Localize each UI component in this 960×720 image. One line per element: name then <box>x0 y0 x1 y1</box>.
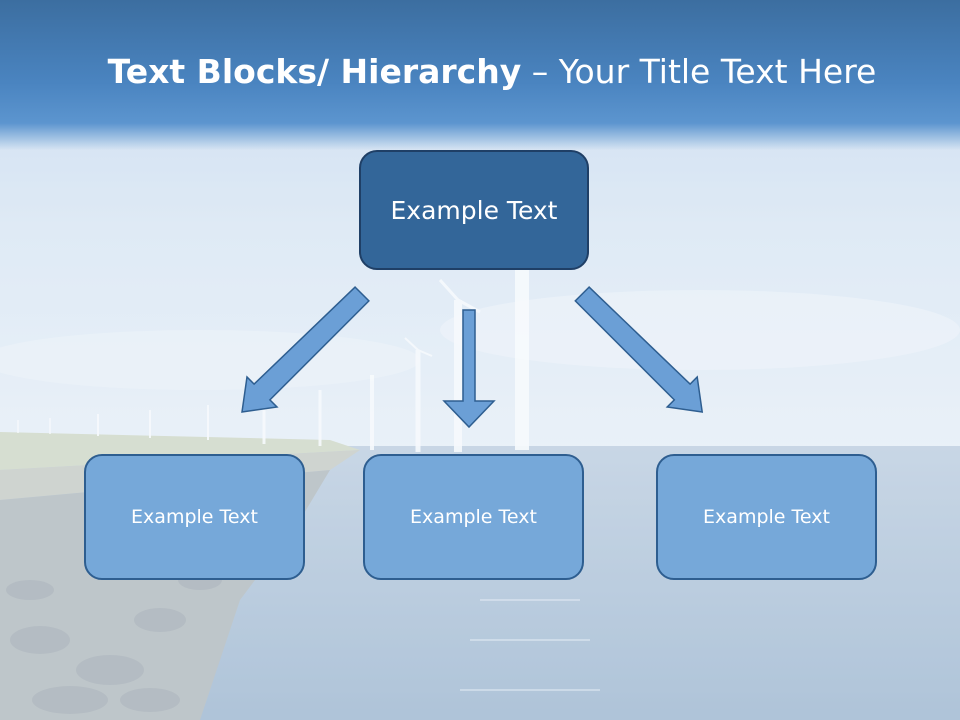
arrow-left <box>241 286 370 413</box>
title-bold-part: Text Blocks/ Hierarchy <box>107 52 522 91</box>
child-text-label: Example Text <box>131 506 258 528</box>
child-text-block-left[interactable]: Example Text <box>84 454 305 580</box>
child-text-block-center[interactable]: Example Text <box>363 454 584 580</box>
child-text-block-right[interactable]: Example Text <box>656 454 877 580</box>
arrow-right <box>574 286 704 413</box>
title-bar <box>0 0 960 150</box>
root-text-label: Example Text <box>390 195 558 225</box>
root-text-block[interactable]: Example Text <box>359 150 589 270</box>
child-text-label: Example Text <box>410 506 537 528</box>
slide-title: Text Blocks/ Hierarchy – Your Title Text… <box>0 52 960 91</box>
title-separator: – <box>521 52 559 91</box>
title-regular-part: Your Title Text Here <box>558 52 877 91</box>
child-text-label: Example Text <box>703 506 830 528</box>
arrow-center <box>442 309 496 429</box>
